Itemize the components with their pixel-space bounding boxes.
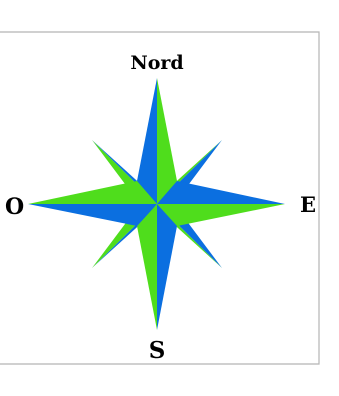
point-e-bottom bbox=[157, 204, 285, 226]
label-west: O bbox=[5, 194, 24, 220]
point-s-left bbox=[137, 204, 157, 330]
label-south: S bbox=[149, 337, 166, 364]
point-w-top bbox=[28, 181, 157, 204]
cardinal-points bbox=[28, 78, 285, 330]
compass-star bbox=[28, 78, 285, 330]
point-s-right bbox=[157, 204, 177, 330]
point-e-top bbox=[157, 181, 285, 204]
label-north: Nord bbox=[130, 52, 183, 74]
label-east: E bbox=[300, 192, 316, 217]
point-w-bottom bbox=[28, 204, 157, 226]
